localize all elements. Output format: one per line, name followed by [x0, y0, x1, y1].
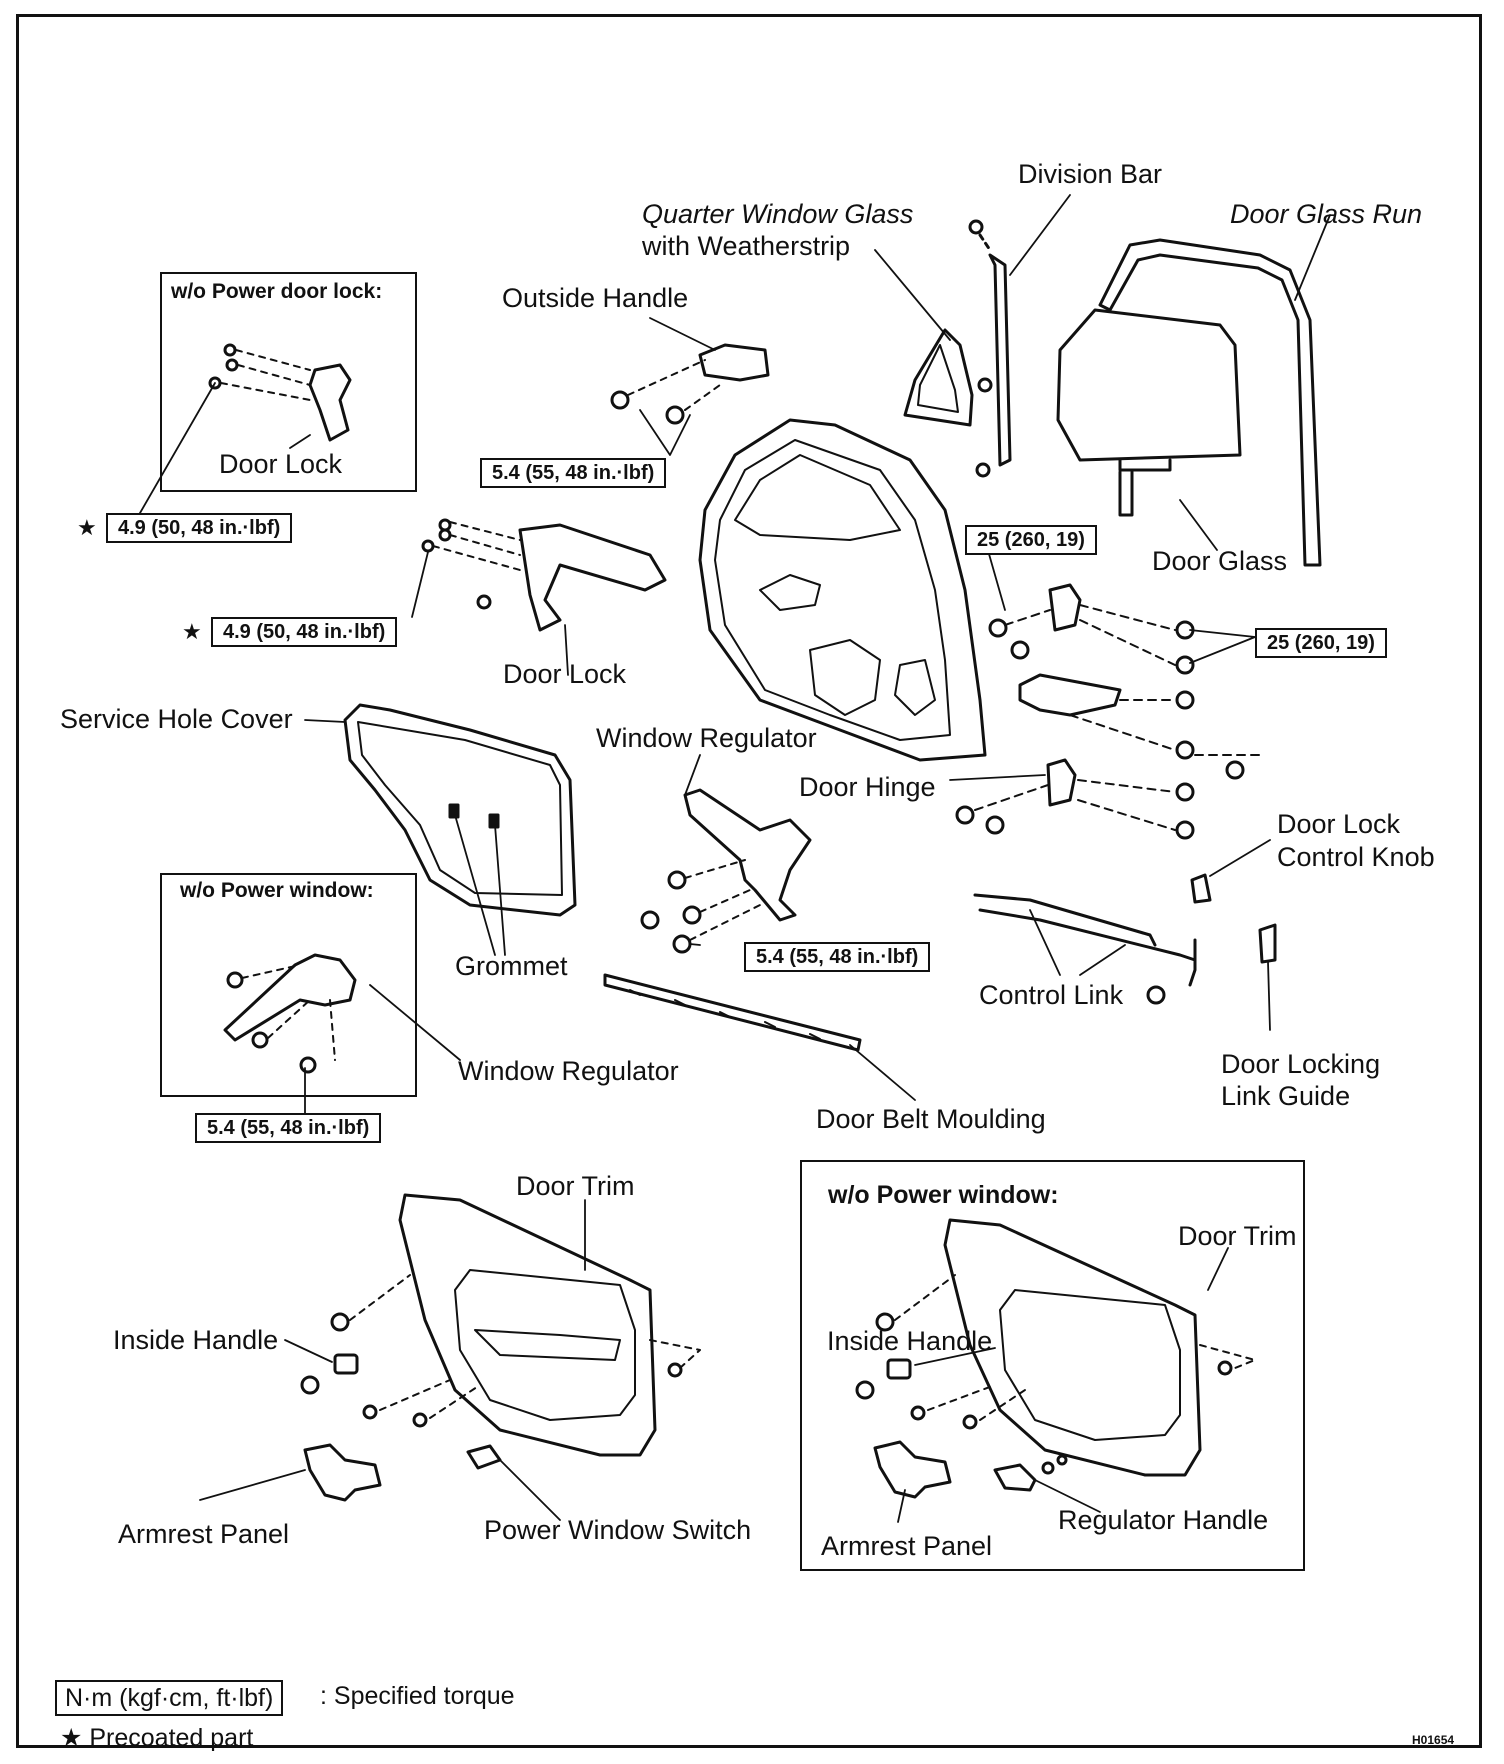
torque-outside-handle: 5.4 (55, 48 in.·lbf)	[480, 458, 667, 488]
label-armrest-panel-main: Armrest Panel	[118, 1519, 290, 1549]
label-door-belt-moulding: Door Belt Moulding	[816, 1104, 1046, 1134]
torque-door-lock-main: 4.9 (50, 48 in.·lbf)	[211, 617, 398, 647]
window-regulator-inset-part	[223, 953, 357, 1074]
label-door-glass: Door Glass	[1152, 546, 1288, 576]
label-control-link: Control Link	[979, 980, 1124, 1010]
label-armrest-panel-inset: Armrest Panel	[821, 1531, 993, 1561]
label-quarter-window-weatherstrip: with Weatherstrip	[642, 231, 851, 261]
door-trim-main	[300, 1193, 701, 1457]
door-belt-moulding	[603, 973, 862, 1052]
precoated-star-main: ★	[182, 619, 202, 644]
torque-window-regulator-inset: 5.4 (55, 48 in.·lbf)	[195, 1113, 382, 1143]
power-window-switch-part	[466, 1444, 502, 1470]
door-lock-assembly	[421, 518, 667, 632]
torque-hinge-upper: 25 (260, 19)	[965, 525, 1097, 555]
label-service-hole-cover: Service Hole Cover	[60, 704, 293, 734]
inset-box-power-door-lock	[160, 272, 417, 492]
door-hinge-lower	[955, 758, 1195, 840]
armrest-panel-main	[303, 1443, 382, 1502]
torque-window-regulator-main: 5.4 (55, 48 in.·lbf)	[744, 942, 931, 972]
door-locking-link-guide	[1258, 923, 1277, 964]
label-door-hinge: Door Hinge	[799, 772, 936, 802]
window-regulator-assembly	[640, 788, 812, 954]
torque-door-lock-inset: 4.9 (50, 48 in.·lbf)	[106, 513, 293, 543]
label-grommet: Grommet	[455, 951, 568, 981]
inset-title-power-door-lock: w/o Power door lock:	[171, 280, 383, 303]
label-door-trim-inset: Door Trim	[1178, 1221, 1297, 1251]
door-lock-inset-part	[208, 343, 352, 442]
diagram-frame	[16, 14, 1482, 1748]
precoated-star-inset: ★	[77, 515, 97, 540]
label-door-locking-link-guide-1: Door Locking	[1221, 1049, 1381, 1079]
label-regulator-handle: Regulator Handle	[1058, 1505, 1269, 1535]
door-hinge-upper	[988, 583, 1195, 675]
label-door-lock-main: Door Lock	[503, 659, 627, 689]
service-hole-cover	[343, 703, 577, 917]
armrest-panel-inset	[873, 1440, 952, 1499]
outside-handle	[610, 343, 770, 425]
label-quarter-window-glass: Quarter Window Glass	[642, 199, 914, 229]
door-hinge-body-bracket	[1018, 673, 1266, 780]
inset-title-power-window-left: w/o Power window:	[180, 879, 374, 902]
regulator-handle-part	[993, 1454, 1068, 1492]
legend-precoated: ★ Precoated part	[60, 1724, 254, 1752]
label-inside-handle-inset: Inside Handle	[827, 1326, 993, 1356]
legend-unit-box: N·m (kgf·cm, ft·lbf)	[55, 1680, 284, 1716]
legend-unit-text: : Specified torque	[320, 1682, 515, 1710]
label-outside-handle: Outside Handle	[502, 283, 689, 313]
label-window-regulator-main: Window Regulator	[596, 723, 817, 753]
door-panel	[698, 418, 987, 762]
figure-code: H01654	[1412, 1733, 1455, 1747]
label-door-lock-control-knob-1: Door Lock	[1277, 809, 1401, 839]
label-division-bar: Division Bar	[1018, 159, 1163, 189]
label-power-window-switch: Power Window Switch	[484, 1515, 752, 1545]
leader-lines	[139, 194, 1331, 1523]
label-inside-handle-main: Inside Handle	[113, 1325, 279, 1355]
control-link	[973, 893, 1197, 1005]
division-bar	[968, 219, 1012, 478]
door-glass	[1056, 308, 1242, 517]
label-window-regulator-inset: Window Regulator	[458, 1056, 679, 1086]
inset-title-power-window-bottom: w/o Power window:	[828, 1181, 1059, 1209]
label-door-trim-main: Door Trim	[516, 1171, 635, 1201]
torque-hinge-body: 25 (260, 19)	[1255, 628, 1387, 658]
inset-box-power-window-left	[160, 873, 417, 1097]
label-door-glass-run: Door Glass Run	[1230, 199, 1423, 229]
label-door-lock-control-knob-2: Control Knob	[1277, 842, 1435, 872]
door-trim-inset	[855, 1218, 1256, 1477]
door-glass-run	[1098, 238, 1322, 567]
inset-box-power-window-bottom	[800, 1160, 1305, 1571]
quarter-window-glass	[903, 328, 974, 427]
door-lock-control-knob	[1190, 873, 1212, 904]
label-door-lock-inset: Door Lock	[219, 449, 343, 479]
label-door-locking-link-guide-2: Link Guide	[1221, 1081, 1351, 1111]
